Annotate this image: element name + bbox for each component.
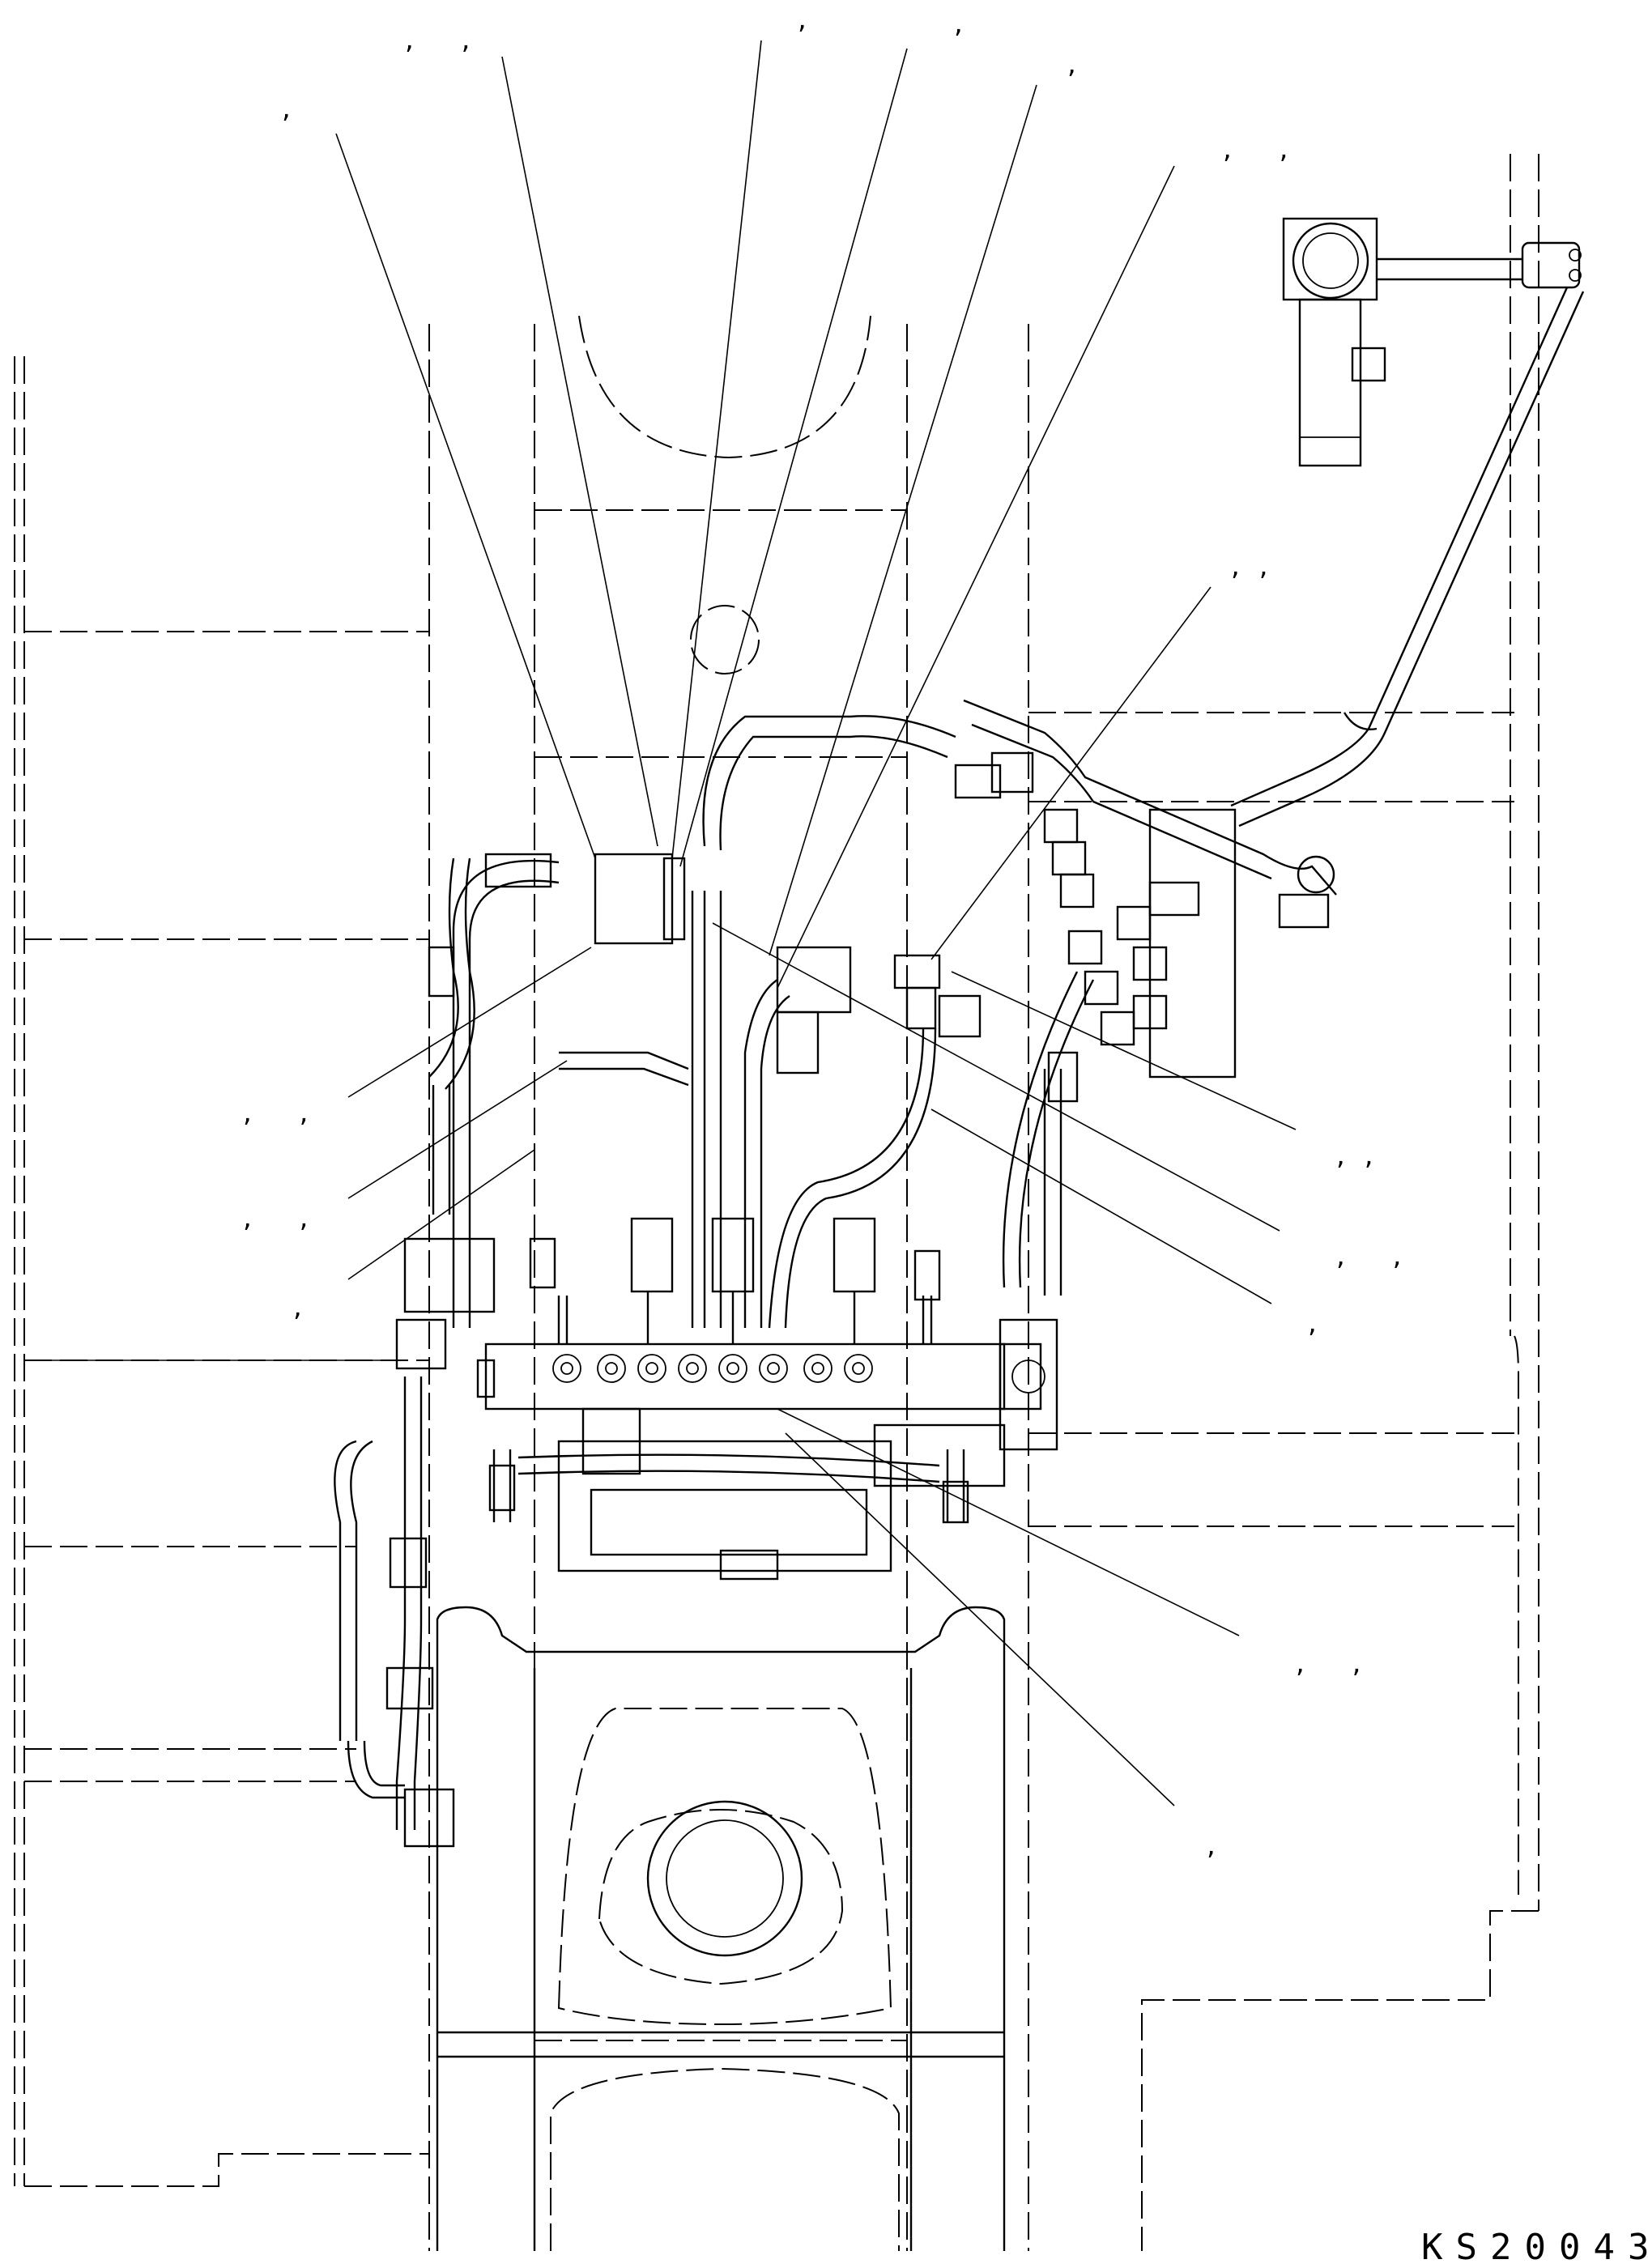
upper-piping bbox=[452, 715, 982, 1329]
return-hose bbox=[1230, 287, 1585, 828]
lower-frame bbox=[436, 1606, 1006, 2251]
callout-label: ,, bbox=[1231, 550, 1288, 582]
main-control-valve bbox=[395, 1217, 1058, 1487]
right-valve-bank bbox=[954, 699, 1337, 1296]
callout-label: , bbox=[282, 92, 310, 125]
hydraulic-tank-assembly bbox=[1282, 217, 1582, 467]
callout-label: , , bbox=[1336, 1240, 1420, 1272]
callout-label: , , bbox=[1296, 1647, 1380, 1679]
lower-piping bbox=[334, 1377, 969, 1848]
left-piping bbox=[428, 857, 475, 1215]
callout-label: , bbox=[1067, 48, 1096, 80]
callout-label: , bbox=[954, 7, 982, 40]
callout-label: , , bbox=[405, 23, 489, 56]
valve-ports bbox=[552, 1354, 873, 1383]
leader-lines bbox=[24, 40, 1297, 1806]
callout-label: , , bbox=[243, 1202, 327, 1234]
callout-label: ,, bbox=[1336, 1139, 1393, 1172]
solenoid-valve-stack bbox=[1043, 808, 1200, 1046]
callout-labels: , , , , , , , , ,, , , , , , ,, , , , , … bbox=[243, 3, 1420, 1862]
callout-label: , bbox=[798, 3, 826, 36]
callout-label: , bbox=[1308, 1307, 1336, 1339]
chassis-outline bbox=[14, 154, 1539, 2251]
callout-label: , , bbox=[243, 1096, 327, 1129]
callout-label: , bbox=[1207, 1829, 1235, 1862]
drawing-code: KS200437 bbox=[1421, 2227, 1648, 2268]
callout-label: , bbox=[293, 1291, 322, 1323]
callout-label: , , bbox=[1223, 133, 1307, 165]
